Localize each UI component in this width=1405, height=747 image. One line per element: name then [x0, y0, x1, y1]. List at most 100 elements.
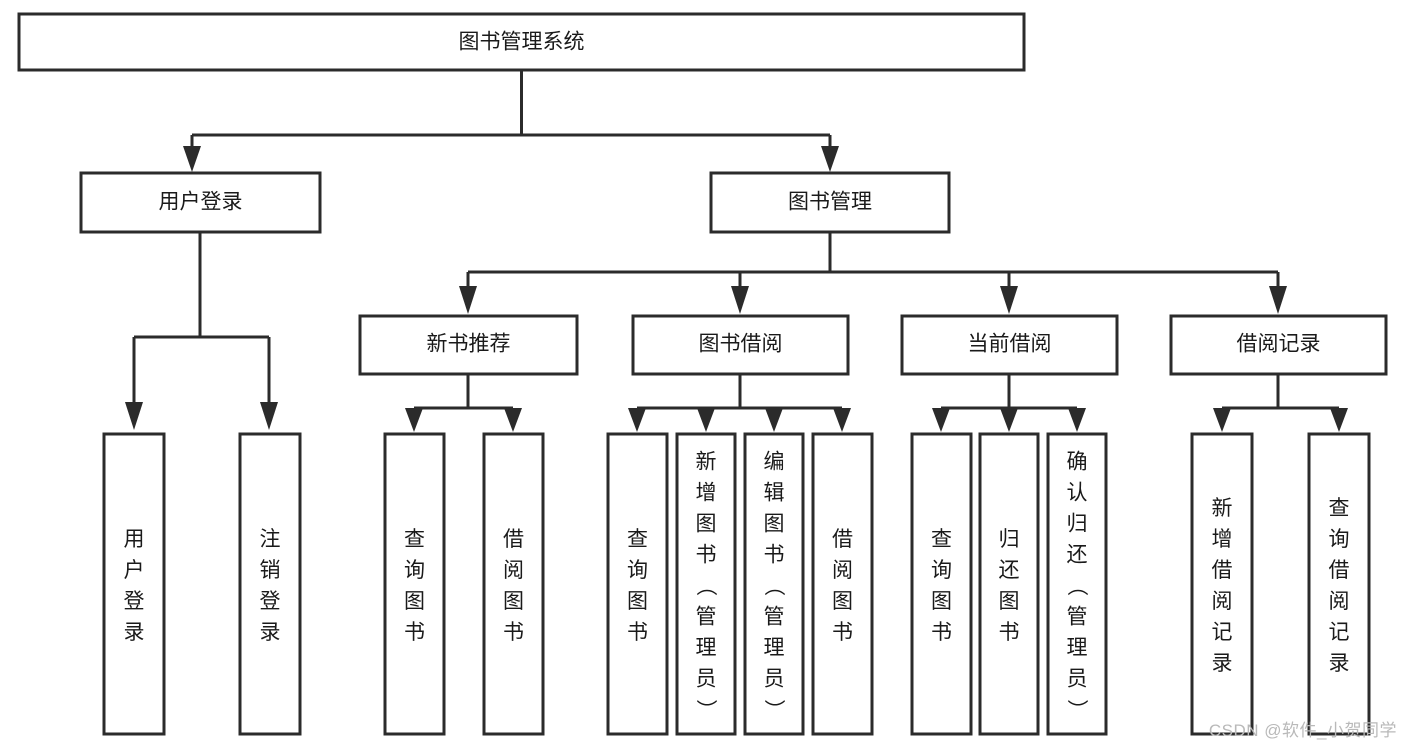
node-book-borrow-box[interactable] [631, 314, 850, 376]
arrow-head-current-borrow [1000, 286, 1018, 314]
svg-text:员: 员 [764, 668, 785, 691]
node-leaf-confirm-return[interactable] [1046, 432, 1108, 736]
arrow-head-leaf-logout [260, 402, 278, 430]
svg-text:图: 图 [627, 590, 648, 613]
node-leaf-add-book[interactable] [675, 432, 737, 736]
node-leaf-query-book-1[interactable] [383, 432, 446, 736]
arrow-head-leaf-query-book-3 [932, 408, 950, 432]
svg-text:书: 书 [503, 621, 524, 644]
node-new-book-recommend-label: 新书推荐 [427, 333, 511, 356]
svg-text:辑: 辑 [764, 482, 785, 505]
svg-text:图: 图 [931, 590, 952, 613]
node-leaf-logout[interactable] [238, 432, 302, 736]
node-leaf-return-book[interactable] [978, 432, 1040, 736]
node-new-book-recommend-box[interactable] [358, 314, 579, 376]
svg-text:录: 录 [1212, 652, 1233, 675]
svg-text:录: 录 [124, 621, 145, 644]
arrow-head-leaf-add-book [697, 408, 715, 432]
svg-text:询: 询 [627, 559, 648, 582]
node-leaf-add-record-box[interactable] [1190, 432, 1254, 736]
svg-text:注: 注 [260, 528, 281, 551]
node-new-book-recommend[interactable]: 新书推荐 [358, 314, 579, 376]
node-leaf-query-record-box[interactable] [1307, 432, 1371, 736]
node-current-borrow-box[interactable] [900, 314, 1119, 376]
node-root-box[interactable] [17, 12, 1026, 72]
arrow-head-book-borrow [731, 286, 749, 314]
svg-text:）: ） [1065, 699, 1088, 720]
node-leaf-query-book-1-box[interactable] [383, 432, 446, 736]
node-book-manage[interactable]: 图书管理 [709, 171, 951, 234]
node-borrow-record[interactable]: 借阅记录 [1169, 314, 1388, 376]
svg-text:询: 询 [931, 559, 952, 582]
node-leaf-query-book-3[interactable] [910, 432, 973, 736]
svg-text:（: （ [762, 575, 785, 596]
svg-text:增: 增 [696, 482, 717, 505]
node-leaf-return-book-box[interactable] [978, 432, 1040, 736]
node-current-borrow[interactable]: 当前借阅 [900, 314, 1119, 376]
node-leaf-query-book-2-box[interactable] [606, 432, 669, 736]
arrow-head-book-manage [821, 146, 839, 172]
svg-text:还: 还 [999, 559, 1020, 582]
node-book-manage-box[interactable] [709, 171, 951, 234]
svg-text:录: 录 [260, 621, 281, 644]
svg-text:户: 户 [124, 559, 145, 582]
node-root-label: 图书管理系统 [459, 31, 585, 54]
node-leaf-edit-book[interactable] [743, 432, 805, 736]
svg-text:归: 归 [1067, 513, 1088, 536]
node-leaf-borrow-book-1[interactable] [482, 432, 545, 736]
node-leaf-query-book-3-box[interactable] [910, 432, 973, 736]
svg-text:记: 记 [1212, 621, 1233, 644]
node-borrow-record-box[interactable] [1169, 314, 1388, 376]
svg-text:认: 认 [1067, 482, 1088, 505]
svg-text:）: ） [762, 699, 785, 720]
node-root[interactable]: 图书管理系统 [17, 12, 1026, 72]
node-leaf-user-login-box[interactable] [102, 432, 166, 736]
node-user-login-label: 用户登录 [159, 191, 243, 214]
node-leaf-query-book-2[interactable] [606, 432, 669, 736]
node-leaf-add-record[interactable] [1190, 432, 1254, 736]
svg-text:查: 查 [931, 528, 952, 551]
svg-text:书: 书 [931, 621, 952, 644]
svg-text:书: 书 [696, 544, 717, 567]
svg-text:阅: 阅 [1329, 590, 1350, 613]
node-book-borrow[interactable]: 图书借阅 [631, 314, 850, 376]
svg-text:书: 书 [404, 621, 425, 644]
svg-text:图: 图 [696, 513, 717, 536]
node-leaf-logout-box[interactable] [238, 432, 302, 736]
svg-text:图: 图 [764, 513, 785, 536]
svg-text:询: 询 [1329, 528, 1350, 551]
node-leaf-confirm-return-box[interactable] [1046, 432, 1108, 736]
svg-text:阅: 阅 [832, 559, 853, 582]
node-leaf-borrow-book-2-box[interactable] [811, 432, 874, 736]
svg-text:借: 借 [832, 528, 853, 551]
node-leaf-add-book-box[interactable] [675, 432, 737, 736]
node-leaf-borrow-book-1-box[interactable] [482, 432, 545, 736]
node-user-login-box[interactable] [79, 171, 322, 234]
svg-text:管: 管 [764, 606, 785, 629]
svg-text:借: 借 [1329, 559, 1350, 582]
node-book-borrow-label: 图书借阅 [699, 333, 783, 356]
arrow-head-leaf-user-login [125, 402, 143, 430]
svg-text:理: 理 [764, 637, 785, 660]
node-leaf-borrow-book-2[interactable] [811, 432, 874, 736]
node-leaf-query-record[interactable] [1307, 432, 1371, 736]
node-user-login[interactable]: 用户登录 [79, 171, 322, 234]
svg-text:管: 管 [696, 606, 717, 629]
node-leaf-edit-book-box[interactable] [743, 432, 805, 736]
svg-text:查: 查 [404, 528, 425, 551]
svg-text:确: 确 [1067, 451, 1088, 474]
node-leaf-user-login[interactable] [102, 432, 166, 736]
svg-text:阅: 阅 [1212, 590, 1233, 613]
arrow-head-user-login [183, 146, 201, 172]
svg-text:图: 图 [503, 590, 524, 613]
